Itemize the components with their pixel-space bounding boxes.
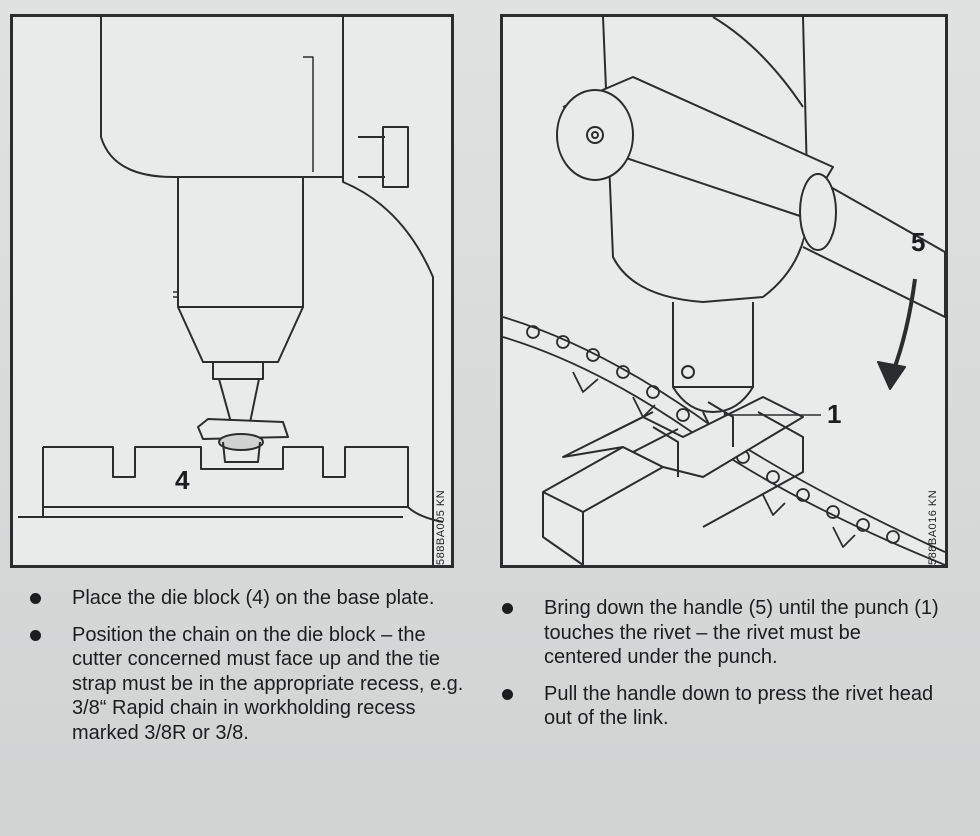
illustration-die-block: 4 588BA005 KN: [10, 14, 454, 568]
instruction-text: Place the die block (4) on the base plat…: [72, 587, 435, 609]
list-item: Place the die block (4) on the base plat…: [30, 586, 470, 611]
punch-body: [672, 302, 754, 388]
bullet-dot-icon: [502, 688, 513, 700]
die-block-drawing: [18, 17, 444, 565]
figure-code-right: 588BA016 KN: [927, 489, 939, 565]
figure-code-left: 588BA005 KN: [435, 489, 447, 565]
callout-punch: 1: [827, 399, 842, 429]
punch-housing: [177, 177, 304, 308]
machine-frame-right: [342, 37, 434, 565]
bullet-dot-icon: [30, 629, 41, 641]
punch-handle-drawing: [503, 17, 945, 565]
illustration-punch-handle: 5 1 588BA016 KN: [500, 14, 948, 568]
instruction-text: Pull the handle down to press the rivet …: [544, 682, 934, 730]
instruction-text: Bring down the handle (5) until the punc…: [544, 597, 939, 669]
side-knob: [382, 126, 409, 188]
chain-link: [197, 418, 289, 440]
handle-grip: [802, 176, 945, 318]
list-item: Pull the handle down to press the rivet …: [502, 682, 942, 731]
handle-shaft: [562, 76, 834, 218]
bullet-dot-icon: [30, 593, 41, 604]
handle-pivot: [556, 89, 634, 181]
callout-handle: 5: [911, 227, 926, 257]
die-block-top: [43, 446, 444, 523]
list-item: Bring down the handle (5) until the punc…: [502, 596, 942, 670]
instruction-text: Position the chain on the die block – th…: [72, 623, 464, 744]
instructions-left: Place the die block (4) on the base plat…: [30, 586, 470, 758]
curved-arrow-down-icon: [891, 278, 917, 373]
machine-head: [602, 17, 809, 303]
machine-body-outline: [100, 17, 344, 178]
bullet-dot-icon: [502, 603, 513, 614]
callout-die-block: 4: [175, 465, 190, 495]
list-item: Position the chain on the die block – th…: [30, 623, 470, 746]
instructions-right: Bring down the handle (5) until the punc…: [502, 596, 942, 743]
